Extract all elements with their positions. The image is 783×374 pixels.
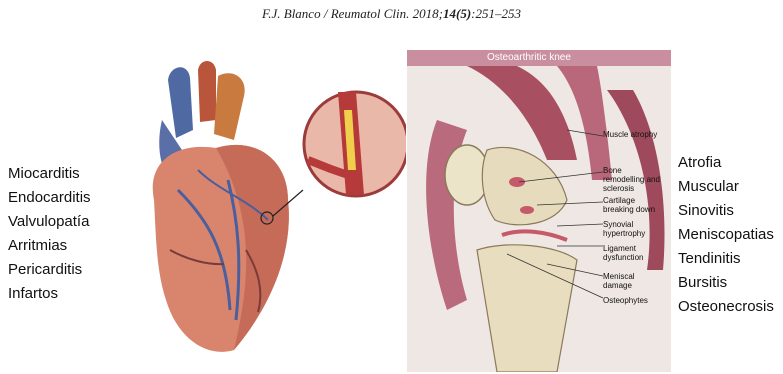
knee-illustration: Osteoarthritic knee Muscle atrophy Bone … — [407, 50, 671, 372]
knee-figure-title: Osteoarthritic knee — [407, 50, 671, 66]
joint-conditions-list: Atrofia Muscular Sinovitis Meniscopatias… — [678, 151, 774, 319]
citation-pages: :251–253 — [471, 6, 521, 21]
label-synovial: Synovial hypertrophy — [603, 220, 665, 238]
cardiac-conditions-list: Miocarditis Endocarditis Valvulopatía Ar… — [8, 162, 91, 306]
citation-header: F.J. Blanco / Reumatol Clin. 2018;14(5):… — [0, 6, 783, 22]
citation-volume: 14(5) — [443, 6, 471, 21]
label-cartilage: Cartilage breaking down — [603, 196, 665, 214]
label-ligament: Ligament dysfunction — [603, 244, 665, 262]
joint-condition-item: Atrofia — [678, 151, 774, 175]
heart-illustration — [138, 50, 406, 374]
cardiac-condition-item: Miocarditis — [8, 162, 91, 186]
cardiac-condition-item: Pericarditis — [8, 258, 91, 282]
label-osteophytes: Osteophytes — [603, 296, 665, 305]
joint-condition-item: Tendinitis — [678, 247, 774, 271]
label-bone-remodelling: Bone remodelling and sclerosis — [603, 166, 665, 193]
joint-condition-item: Sinovitis — [678, 199, 774, 223]
joint-condition-item: Muscular — [678, 175, 774, 199]
joint-condition-item: Osteonecrosis — [678, 295, 774, 319]
label-muscle-atrophy: Muscle atrophy — [603, 130, 665, 139]
joint-condition-item: Bursitis — [678, 271, 774, 295]
cardiac-condition-item: Infartos — [8, 282, 91, 306]
citation-authors: F.J. Blanco / Reumatol Clin. 2018; — [262, 6, 443, 21]
cardiac-condition-item: Endocarditis — [8, 186, 91, 210]
label-meniscal: Meniscal damage — [603, 272, 665, 290]
joint-condition-item: Meniscopatias — [678, 223, 774, 247]
cardiac-condition-item: Valvulopatía — [8, 210, 91, 234]
heart-image — [138, 50, 406, 374]
cardiac-condition-item: Arritmias — [8, 234, 91, 258]
